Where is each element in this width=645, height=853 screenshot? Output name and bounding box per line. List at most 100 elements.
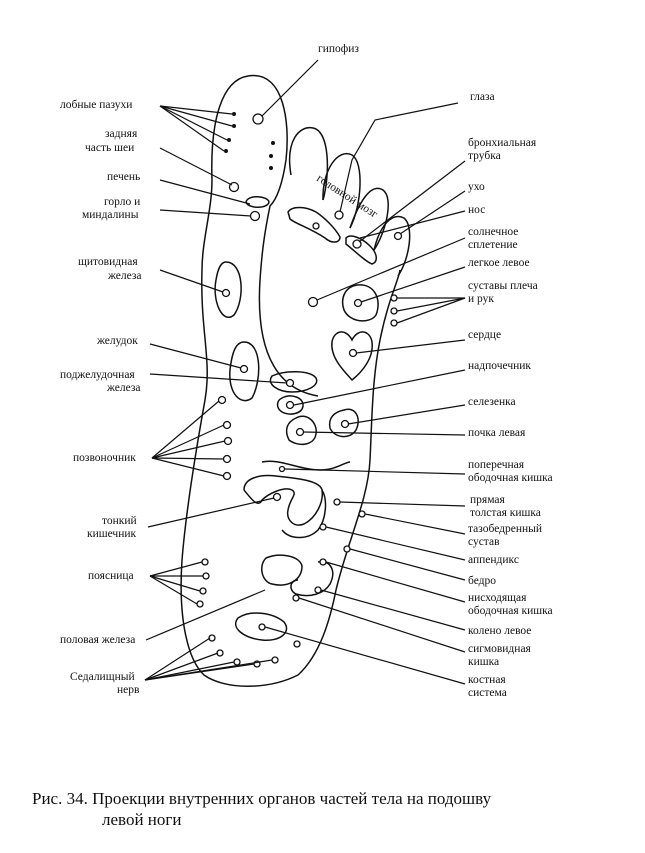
point-spine-5 [222, 471, 232, 481]
label-podzhel-1: поджелудочная [60, 369, 135, 381]
point-transverse [278, 465, 286, 473]
label-nos: нос [468, 204, 485, 216]
adrenal-shape [276, 395, 304, 415]
toe-2 [288, 126, 329, 201]
label-poperech-1: поперечная [468, 459, 525, 471]
label-bronh-2: трубка [468, 150, 501, 162]
colon-inner [243, 474, 324, 526]
label-tonkiy-2: кишечник [87, 528, 137, 540]
label-gorlo-1: горло и [104, 196, 140, 208]
label-nadpoch: надпочечник [468, 360, 531, 372]
spleen-shape [328, 408, 359, 438]
label-pochka: почка левая [468, 427, 526, 439]
figure-caption: Рис. 34. Проекции внутренних органов час… [32, 788, 622, 830]
point-waist-4 [196, 600, 204, 608]
label-tazob-2: сустав [468, 536, 500, 548]
point-sinus-1 [232, 112, 236, 116]
label-lobnye: лобные пазухи [60, 99, 132, 111]
label-shchit-2: железа [107, 270, 142, 282]
label-sigmo-2: кишка [468, 656, 499, 668]
point-spine-1 [217, 395, 227, 405]
point-desc-colon [319, 558, 327, 566]
brain-band-2 [345, 235, 377, 265]
toe-5 [373, 215, 411, 277]
point-thigh [343, 545, 351, 553]
heart-shape [331, 331, 373, 382]
caption-line-1: Рис. 34. Проекции внутренних органов час… [32, 789, 492, 808]
reflex-points [196, 112, 403, 668]
label-pechen: печень [107, 171, 140, 183]
caption-line-2: левой ноги [102, 810, 182, 829]
stomach-shape [229, 341, 260, 402]
descending-colon [281, 489, 327, 539]
point-solar [307, 296, 319, 308]
point-sigmoid [292, 594, 300, 602]
label-tazob-1: тазобедренный [468, 523, 542, 535]
point-shoulder-1 [390, 294, 398, 302]
point-stomach [239, 364, 249, 374]
kidney-shape [285, 415, 317, 446]
leader-lines [144, 59, 466, 685]
point-nose [393, 231, 403, 241]
point-lung [353, 298, 363, 308]
point-adrenal [285, 400, 295, 410]
point-rectum [333, 498, 341, 506]
label-podzhel-2: железа [106, 382, 141, 394]
label-serdce: сердце [468, 329, 501, 341]
label-selez: селезенка [468, 396, 516, 408]
label-legkoe: легкое левое [468, 257, 530, 269]
point-neck-3 [269, 166, 273, 170]
label-polovaya: половая железа [60, 634, 135, 646]
label-sustavy-2: и рук [468, 293, 494, 305]
label-tonkiy-1: тонкий [102, 515, 137, 527]
point-spine-3 [223, 436, 233, 446]
point-spine-2 [222, 420, 232, 430]
label-pozvon: позвоночник [73, 452, 136, 464]
brain-band [287, 206, 341, 243]
point-heart [348, 348, 358, 358]
point-kidney [295, 427, 305, 437]
point-waist-2 [202, 572, 210, 580]
point-small-intestine [272, 492, 282, 502]
label-nishod-1: нисходящая [468, 592, 527, 604]
label-kostnaya-2: система [468, 687, 507, 699]
genital-shape [235, 612, 288, 641]
label-poperech-2: ободочная кишка [468, 472, 553, 484]
transverse-colon [261, 460, 351, 471]
label-glaza: глаза [470, 91, 495, 103]
point-bone [293, 640, 301, 648]
point-waist-3 [199, 587, 207, 595]
point-knee [314, 586, 322, 594]
label-koleno: колено левое [468, 625, 531, 637]
point-sinus-2 [232, 124, 236, 128]
label-zheludok: желудок [96, 335, 138, 347]
pancreas-shape [269, 371, 318, 393]
point-pancreas [285, 378, 295, 388]
label-bedro: бедро [468, 575, 496, 587]
point-waist-1 [201, 558, 209, 566]
label-zadnyaya-2: часть шеи [85, 142, 134, 154]
point-sciatic-5 [271, 656, 279, 664]
label-sustavy-1: суставы плеча [468, 280, 538, 292]
toe-3 [322, 152, 361, 229]
label-appendiks: аппендикс [468, 554, 519, 566]
label-sedal-2: нерв [117, 684, 140, 696]
label-shchit-1: щитовидная [78, 256, 138, 268]
point-spine-4 [222, 454, 232, 464]
lung-shape [341, 284, 379, 322]
label-zadnyaya-1: задняя [105, 128, 138, 140]
label-sigmo-1: сигмовидная [468, 643, 532, 655]
label-bronh-1: бронхиальная [468, 137, 537, 149]
point-neck-1 [271, 141, 275, 145]
point-shoulder-2 [390, 307, 398, 315]
label-kostnaya-1: костная [468, 674, 506, 686]
toe-4 [349, 187, 389, 251]
big-toe-base [245, 196, 270, 208]
point-sinus-3 [227, 138, 231, 142]
foot-outline [180, 74, 401, 687]
point-shoulder-3 [390, 319, 398, 327]
label-nishod-2: ободочная кишка [468, 605, 553, 617]
point-eyes [334, 210, 344, 220]
label-solnech-1: солнечное [468, 226, 518, 238]
point-spleen [340, 419, 350, 429]
